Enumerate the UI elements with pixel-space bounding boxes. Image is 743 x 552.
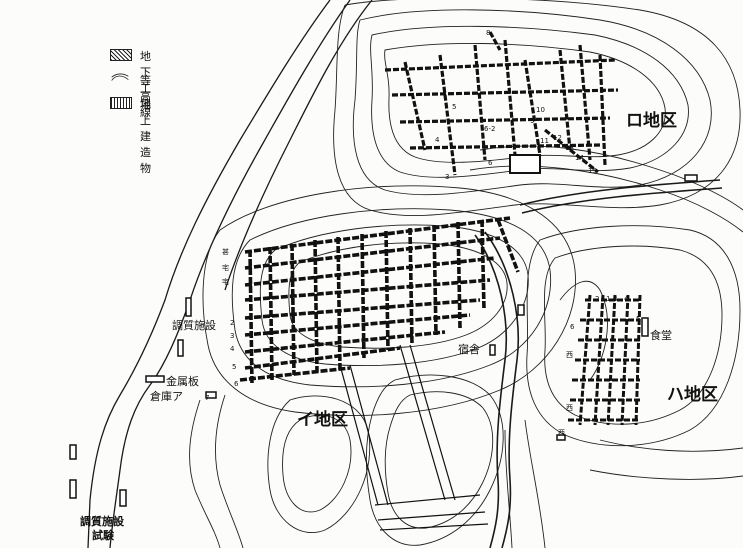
tunnel-number: 5 bbox=[636, 315, 641, 323]
area-label-ha: ハ地区 bbox=[667, 385, 718, 405]
tunnel-number: 14 bbox=[575, 154, 584, 162]
tunnel-number: 2 bbox=[595, 295, 600, 303]
legend-label: 地下工場 bbox=[140, 50, 152, 111]
tunnel-number: 4 bbox=[624, 295, 629, 303]
tunnel-number: 5 bbox=[452, 103, 457, 111]
tunnel-number: 8 bbox=[486, 29, 491, 37]
tunnel-number: 5 bbox=[232, 363, 237, 371]
facility-label-bottom-chousei: 調質施設 bbox=[80, 515, 124, 528]
tunnel-number: 宅 bbox=[222, 278, 229, 286]
tunnel-number: 6-2 bbox=[484, 125, 496, 133]
facility-label-kinzoku: 金属板 bbox=[166, 375, 199, 388]
tunnel-number: 4 bbox=[435, 136, 440, 144]
tunnel-number: 12 bbox=[553, 134, 562, 142]
surface-buildings bbox=[69, 174, 698, 507]
facility-label-souko: 倉庫ア bbox=[150, 390, 183, 403]
tunnel-number: 西 bbox=[566, 404, 573, 412]
tunnel-lines-south bbox=[339, 344, 489, 531]
legend-label: 地上建造物 bbox=[140, 98, 152, 175]
legend-label: 等高線 bbox=[140, 74, 152, 119]
tunnel-number: 6 bbox=[570, 323, 575, 331]
tunnel-number: 15 bbox=[588, 167, 597, 175]
tunnel-number: 1-3 bbox=[606, 295, 618, 303]
tunnel-number: 6 bbox=[234, 380, 239, 388]
building-icon bbox=[110, 97, 132, 109]
facility-label-chousei: 調質施設 bbox=[172, 319, 216, 332]
tunnel-grid-i bbox=[239, 216, 520, 386]
contour-lines bbox=[189, 0, 743, 549]
ro-building bbox=[509, 154, 541, 174]
tunnel-number: 甚 bbox=[222, 248, 229, 256]
area-label-ro: ロ地区 bbox=[626, 111, 677, 131]
tunnel-grid-ro bbox=[384, 31, 619, 176]
facility-label-bottom-shiken: 試験 bbox=[92, 529, 114, 542]
hatched-rectangle-icon bbox=[110, 49, 132, 61]
contour-line-icon bbox=[111, 73, 129, 81]
tunnel-number: 3 bbox=[230, 332, 235, 340]
tunnel-grid-ha bbox=[568, 294, 642, 426]
tunnel-number: 11 bbox=[540, 137, 549, 145]
tunnel-number: 西 bbox=[558, 429, 565, 437]
tunnel-number: 宅 bbox=[222, 264, 229, 272]
tunnel-number: 3 bbox=[445, 173, 450, 181]
tunnel-number: 9 bbox=[530, 117, 535, 125]
tunnel-number: 10 bbox=[536, 106, 545, 114]
tunnel-number: 西 bbox=[566, 351, 573, 359]
tunnel-number: 13 bbox=[565, 144, 574, 152]
river-banks bbox=[87, 0, 373, 549]
tunnel-number: 7 bbox=[205, 394, 210, 402]
tunnel-number: 4 bbox=[230, 345, 235, 353]
area-label-i: イ地区 bbox=[297, 410, 348, 430]
tunnel-number: 2 bbox=[230, 319, 235, 327]
road-lines bbox=[474, 179, 723, 549]
facility-label-shokudo: 食堂 bbox=[650, 329, 672, 342]
tunnel-number: 6 bbox=[488, 159, 493, 167]
facility-label-shukusha: 宿舎 bbox=[458, 343, 480, 356]
